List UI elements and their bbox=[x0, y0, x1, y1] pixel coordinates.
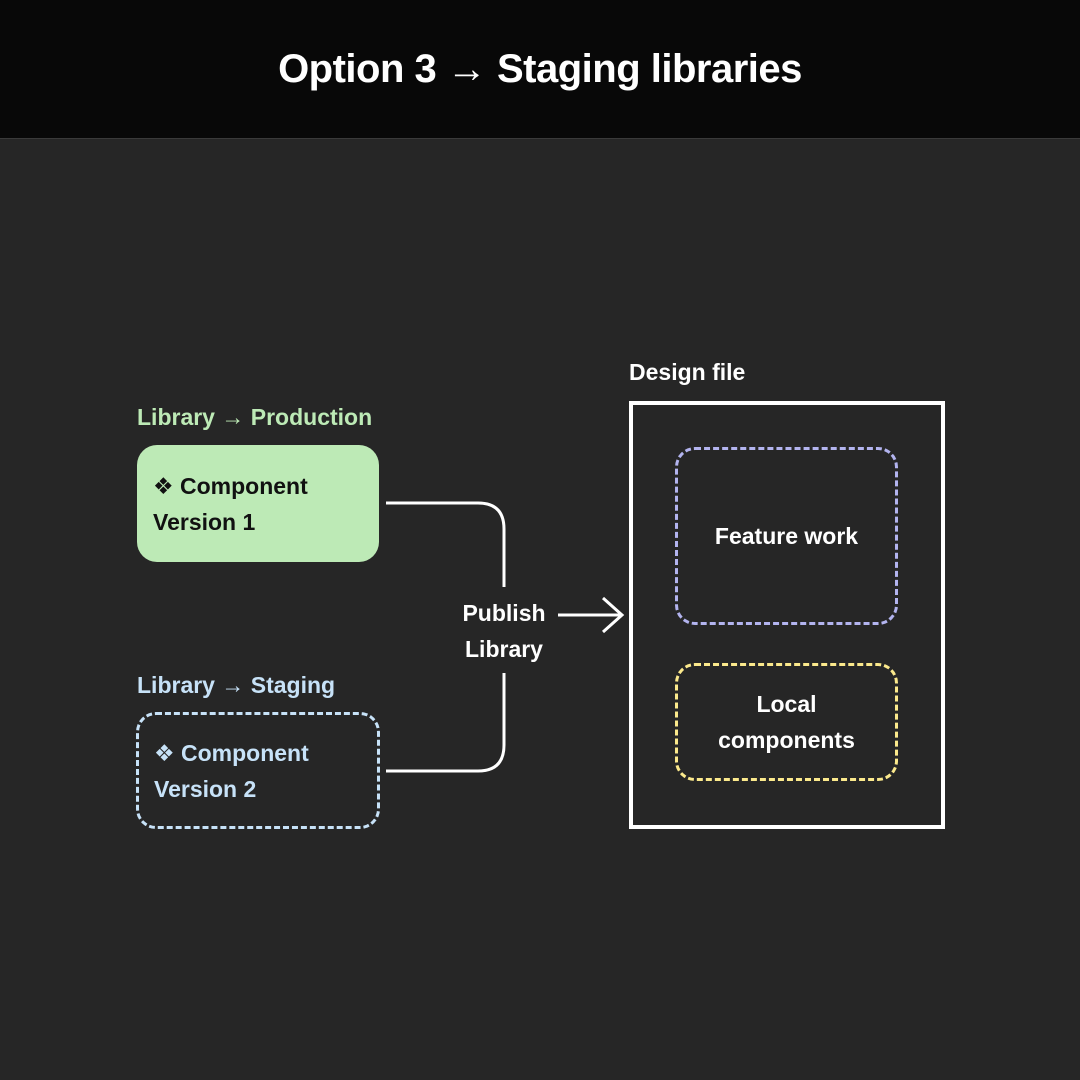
production-component-version: Version 1 bbox=[153, 508, 256, 535]
staging-connector bbox=[386, 673, 506, 773]
arrow-right-icon bbox=[558, 596, 625, 634]
page-title: Option 3 → Staging libraries bbox=[278, 46, 802, 91]
staging-component-version: Version 2 bbox=[154, 775, 257, 802]
production-component-box: ❖ Component Version 1 bbox=[137, 445, 379, 562]
staging-library-label: Library → Staging bbox=[137, 672, 336, 698]
local-components-line2: components bbox=[718, 727, 855, 753]
feature-work-label: Feature work bbox=[714, 523, 859, 549]
staging-component-title: ❖ Component bbox=[154, 739, 309, 766]
staging-component-box: ❖ Component Version 2 bbox=[136, 712, 380, 829]
local-components-line1: Local bbox=[756, 691, 817, 717]
feature-work-box: Feature work bbox=[675, 447, 898, 625]
header-bar: Option 3 → Staging libraries bbox=[0, 0, 1080, 139]
publish-label-line2: Library bbox=[465, 636, 543, 662]
publish-library-label: Publish Library bbox=[448, 595, 560, 667]
design-file-frame bbox=[629, 401, 945, 829]
production-library-label: Library → Production bbox=[137, 404, 373, 430]
production-component-title: ❖ Component bbox=[153, 472, 308, 499]
publish-label-line1: Publish bbox=[462, 600, 546, 626]
design-file-label: Design file bbox=[629, 359, 746, 385]
production-connector bbox=[386, 501, 506, 587]
local-components-box: Local components bbox=[675, 663, 898, 781]
